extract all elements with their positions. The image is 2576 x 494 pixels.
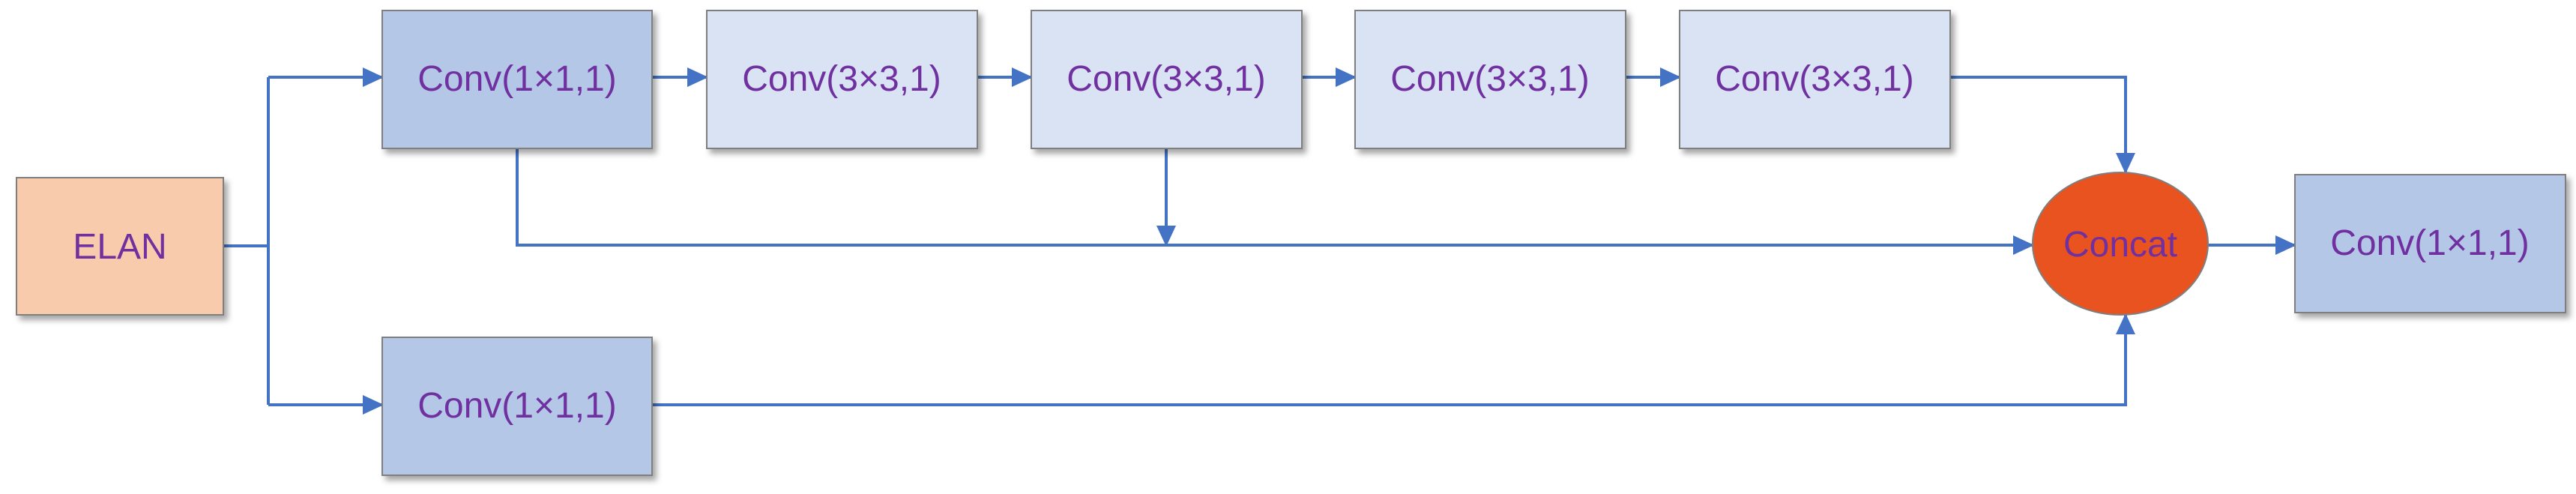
node-conv-top-2: Conv(3×3,1) xyxy=(706,10,978,149)
edge-conv-bottom-to-concat xyxy=(652,313,2135,406)
node-conv-top-5: Conv(3×3,1) xyxy=(1679,10,1951,149)
node-conv-top-3: Conv(3×3,1) xyxy=(1031,10,1303,149)
node-conv-top-4-label: Conv(3×3,1) xyxy=(1390,59,1589,99)
node-conv-top-3-label: Conv(3×3,1) xyxy=(1067,59,1265,99)
node-conv-bottom-label: Conv(1×1,1) xyxy=(417,386,616,426)
node-conv-top-1: Conv(1×1,1) xyxy=(381,10,653,149)
node-conv-top-1-label: Conv(1×1,1) xyxy=(417,59,616,99)
node-conv-out-label: Conv(1×1,1) xyxy=(2330,223,2529,263)
edges xyxy=(223,67,2296,415)
node-conv-top-2-label: Conv(3×3,1) xyxy=(742,59,941,99)
node-concat-label: Concat xyxy=(2063,225,2177,265)
node-elan: ELAN xyxy=(16,177,224,316)
node-concat: Concat xyxy=(2032,172,2209,316)
node-conv-bottom: Conv(1×1,1) xyxy=(381,337,653,476)
edge-conv1-to-concat xyxy=(516,148,2034,255)
nodes: ELAN Conv(1×1,1) Conv(3×3,1) Conv(3×3,1)… xyxy=(16,10,2566,476)
edge-conv5-to-concat xyxy=(1950,76,2135,174)
node-conv-top-4: Conv(3×3,1) xyxy=(1354,10,1626,149)
node-conv-top-5-label: Conv(3×3,1) xyxy=(1715,59,1913,99)
node-conv-out: Conv(1×1,1) xyxy=(2294,174,2566,313)
node-elan-label: ELAN xyxy=(73,227,166,267)
